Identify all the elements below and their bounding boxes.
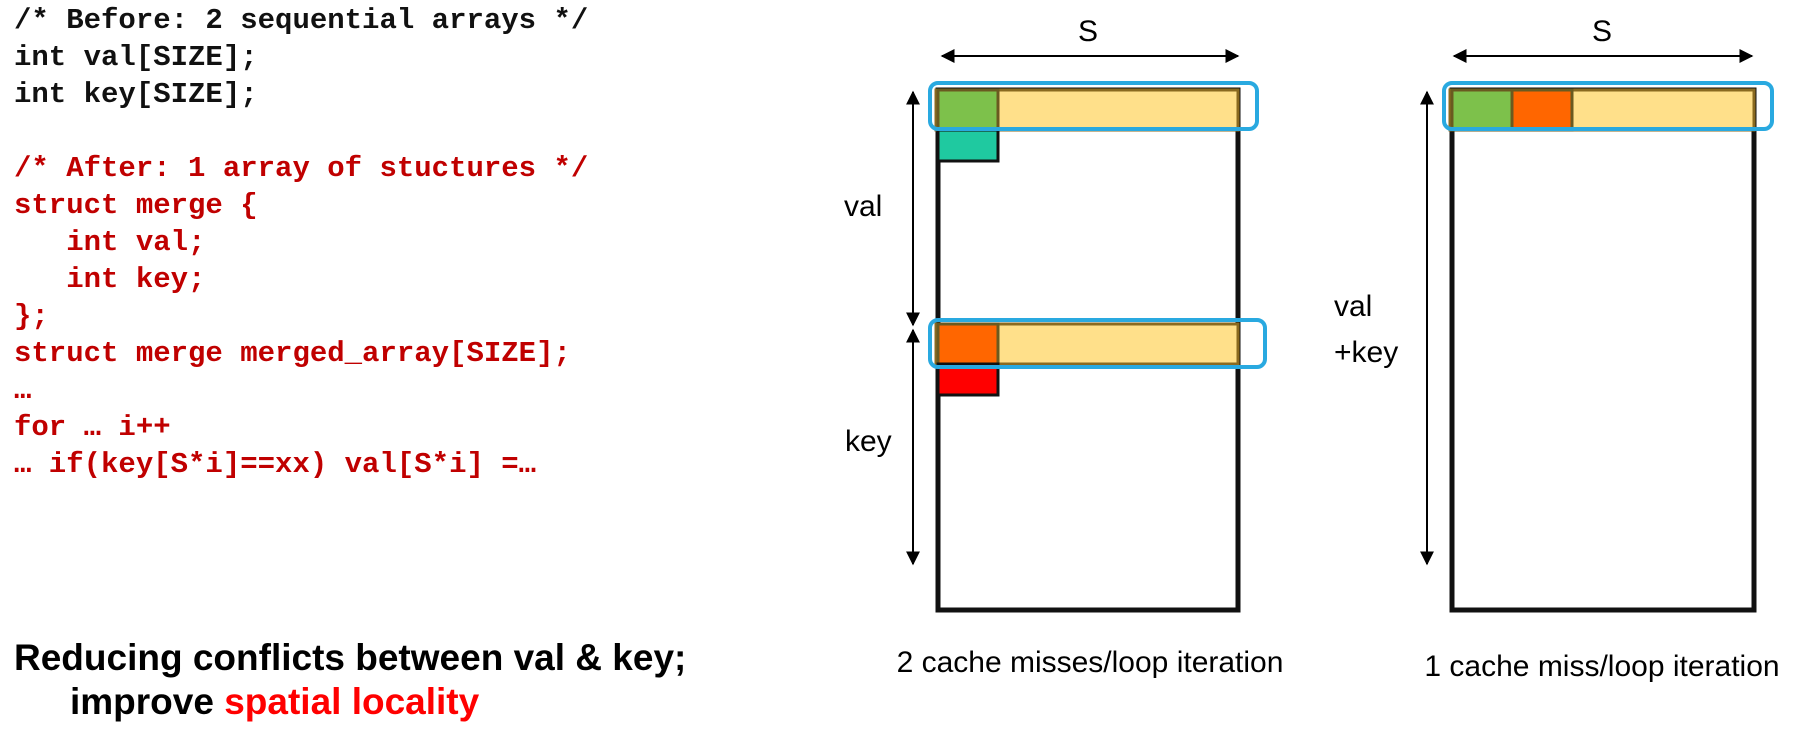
- code-line: int val;: [14, 226, 206, 259]
- right-val-element: [1450, 88, 1514, 132]
- left-key-label: key: [845, 425, 892, 458]
- right-cache-line-outline: [1442, 81, 1774, 131]
- summary-line-2: improve spatial locality: [14, 680, 686, 724]
- right-diagram-caption: 1 cache miss/loop iteration: [1424, 650, 1779, 683]
- left-key-next-element: [936, 362, 1000, 397]
- left-diagram: S val key 2 cache misses/loop iteration: [844, 15, 1283, 679]
- code-line: … if(key[S*i]==xx) val[S*i] =…: [14, 448, 537, 481]
- right-width-label: S: [1592, 15, 1612, 48]
- code-listing: /* Before: 2 sequential arrays */ int val…: [14, 2, 588, 483]
- left-diagram-caption: 2 cache misses/loop iteration: [897, 646, 1284, 679]
- left-width-label: S: [1078, 15, 1098, 48]
- left-val-next-element: [936, 128, 1000, 163]
- left-key-element: [936, 322, 1000, 366]
- code-line: };: [14, 300, 49, 333]
- code-line: /* After: 1 array of stuctures */: [14, 152, 589, 185]
- summary-line-1: Reducing conflicts between val & key;: [14, 637, 687, 678]
- right-diagram: S val +key 1 cache miss/loop iteration: [1334, 15, 1780, 683]
- code-line: int val[SIZE];: [14, 41, 258, 74]
- code-line: /* Before: 2 sequential arrays */: [14, 4, 589, 37]
- code-line: …: [14, 374, 32, 407]
- code-line: for … i++: [14, 411, 171, 444]
- left-val-cache-line-outline: [928, 81, 1259, 131]
- left-key-cache-line-outline: [928, 318, 1267, 369]
- right-label-line-1: val: [1334, 290, 1372, 323]
- code-line: int key[SIZE];: [14, 78, 258, 111]
- summary-caption: Reducing conflicts between val & key;imp…: [14, 636, 686, 724]
- left-val-element: [936, 88, 1000, 132]
- right-label-line-2: +key: [1334, 336, 1398, 369]
- spatial-locality-highlight: spatial locality: [224, 681, 480, 722]
- code-line: struct merge merged_array[SIZE];: [14, 337, 571, 370]
- code-line: int key;: [14, 263, 206, 296]
- right-memory-block: [1449, 87, 1757, 613]
- right-key-element: [1510, 88, 1574, 132]
- left-val-label: val: [844, 190, 882, 223]
- code-line: struct merge {: [14, 189, 258, 222]
- summary-line-2-prefix: improve: [70, 681, 225, 722]
